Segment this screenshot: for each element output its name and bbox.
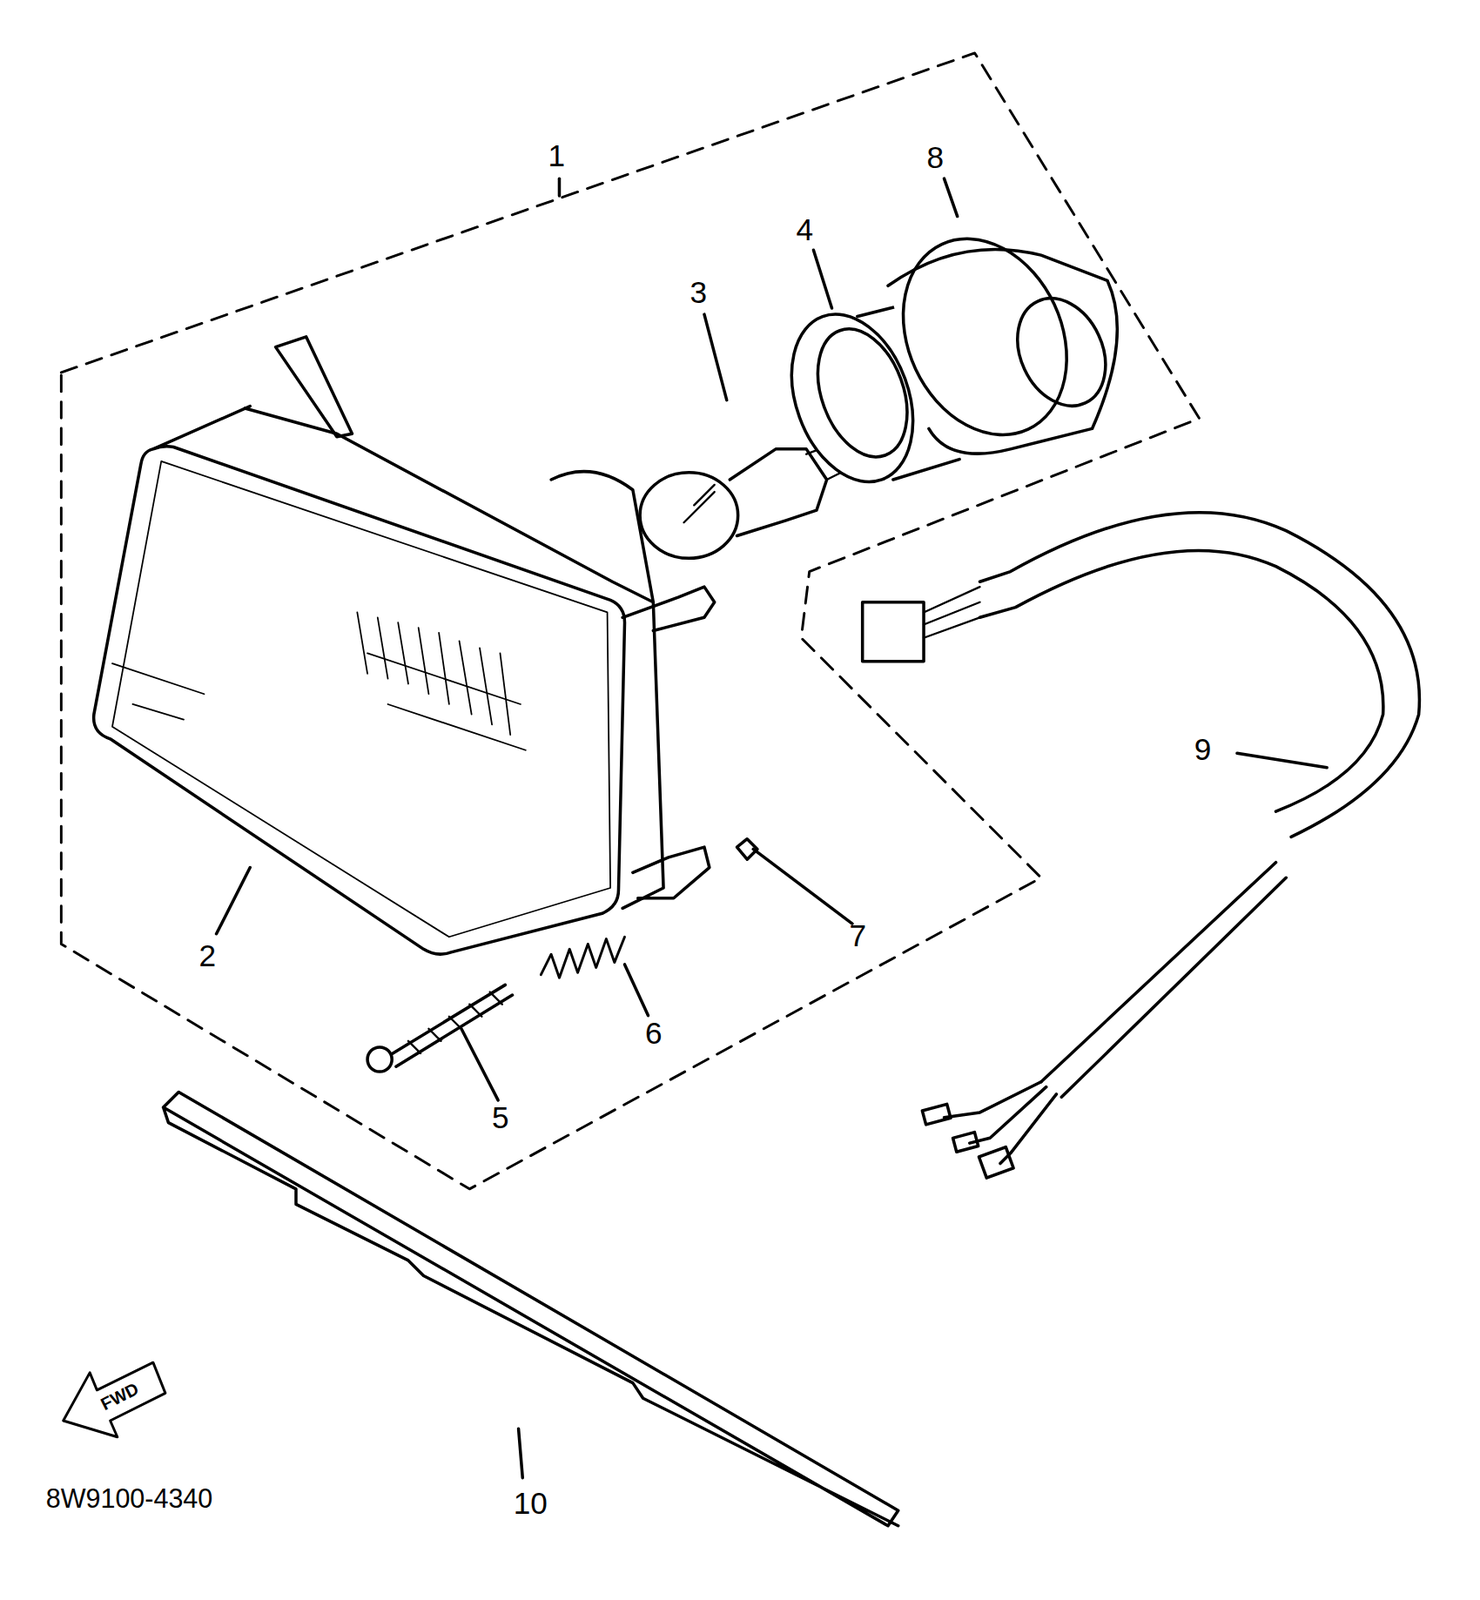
callout-number: 9	[1194, 734, 1212, 766]
callout-number: 2	[199, 941, 217, 972]
callout-number: 6	[645, 1018, 663, 1050]
callout-number: 10	[513, 1487, 548, 1519]
callout-number: 5	[491, 1102, 510, 1133]
callout-number: 3	[690, 277, 708, 309]
callout-number: 8	[927, 142, 945, 174]
callout-number: 7	[848, 921, 867, 952]
callout-number: 1	[548, 141, 566, 172]
diagram-code: 8W9100-4340	[46, 1485, 214, 1512]
callout-number: 4	[795, 214, 814, 245]
